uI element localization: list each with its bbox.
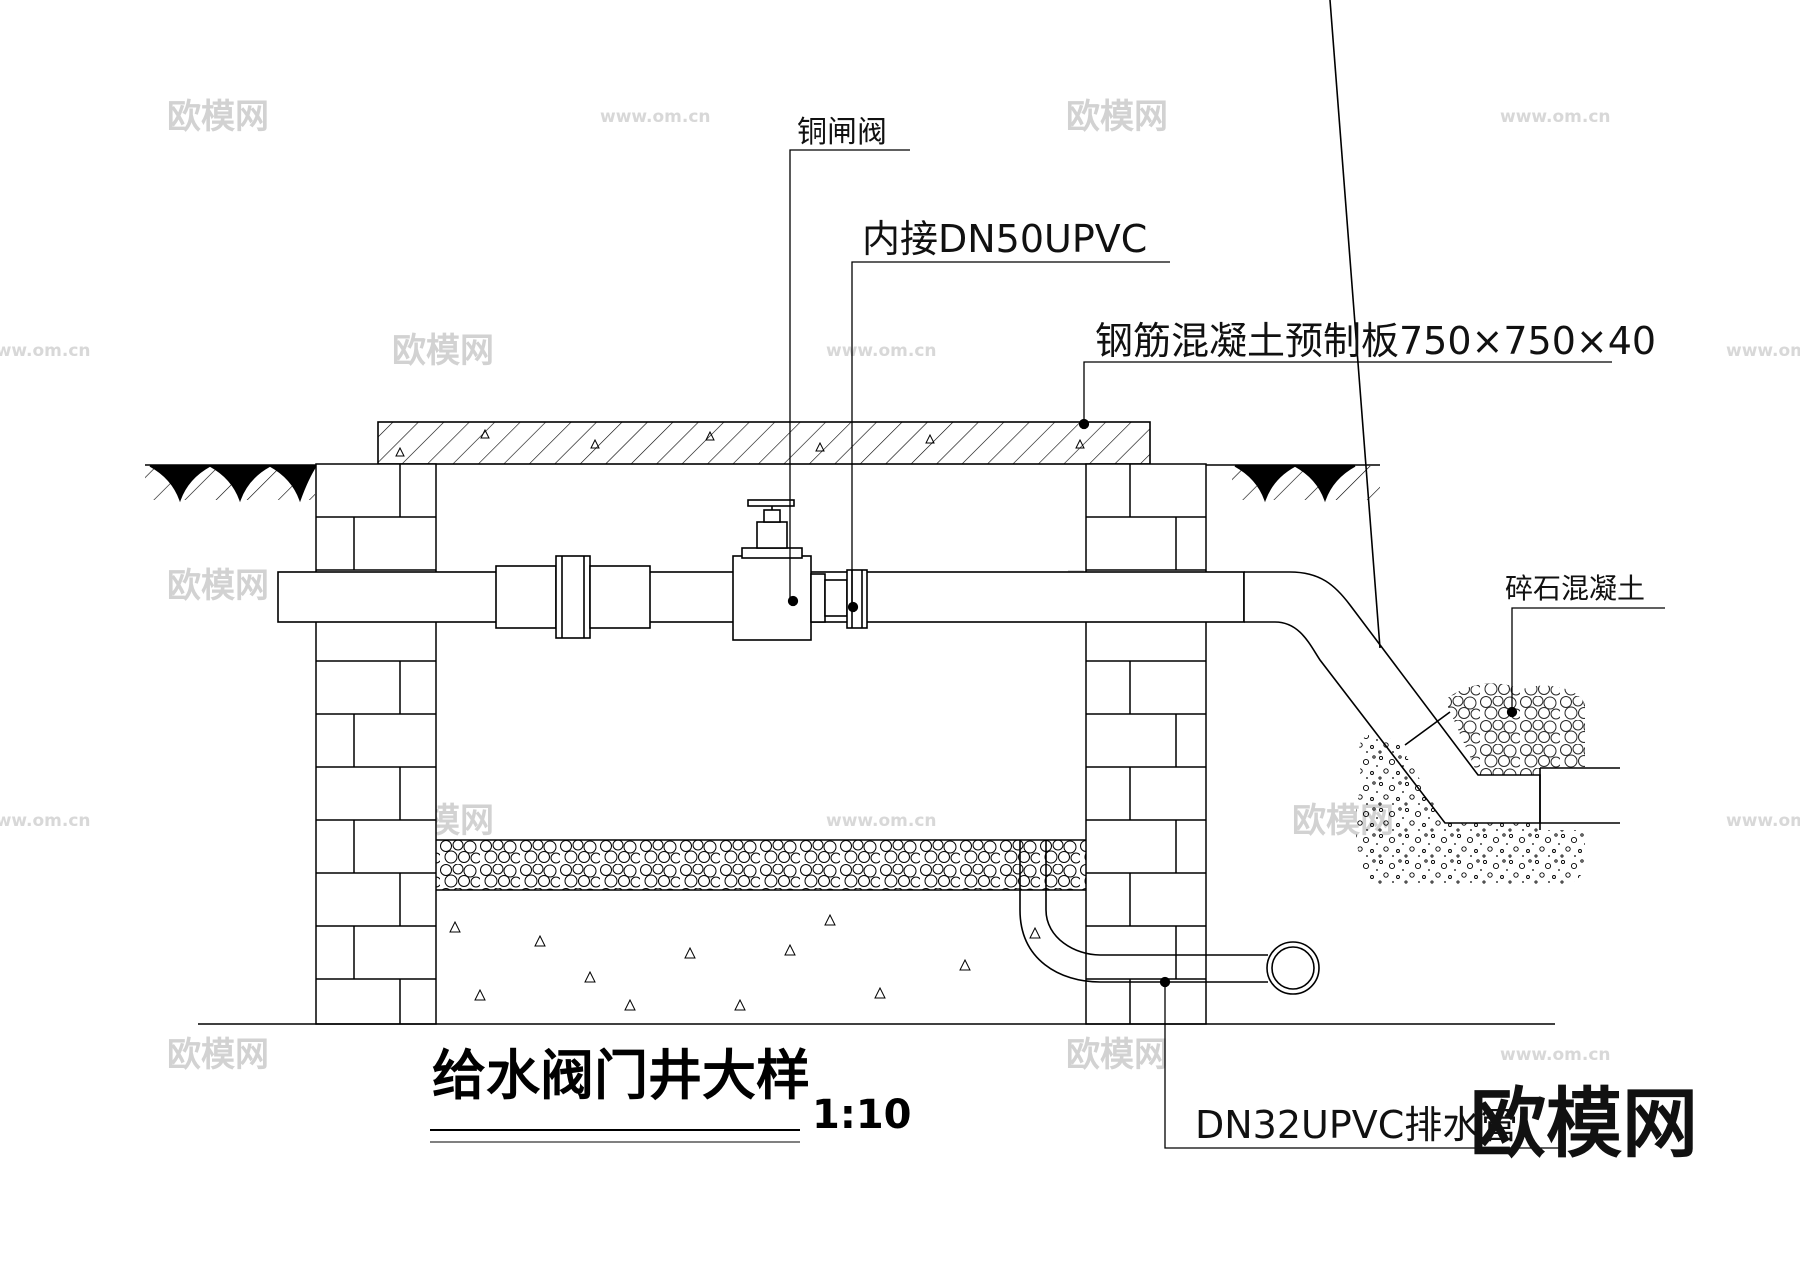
label-drain-pipe: DN32UPVC排水管	[1195, 1103, 1518, 1147]
label-gravel-concrete: 碎石混凝土	[1505, 572, 1645, 605]
label-precast-slab: 钢筋混凝土预制板750×750×40	[1095, 319, 1656, 363]
watermark-url: www.om.cn	[1500, 1045, 1611, 1065]
watermark-brand: 欧模网	[1066, 1035, 1168, 1075]
ground-surface-right	[1206, 464, 1380, 503]
concrete-base	[449, 913, 1041, 1011]
watermark-url: www.om.cn	[0, 341, 91, 361]
precast-slab	[377, 421, 1151, 465]
brand-logo: 欧模网	[1470, 1079, 1698, 1168]
watermark-url: www.om.cn	[1726, 341, 1800, 361]
copper-gate-valve	[732, 499, 868, 641]
outlet-elbow-pipe	[1243, 0, 1620, 830]
watermark-url: www.om.cn	[1726, 811, 1800, 831]
brick-wall-right	[1085, 463, 1207, 1025]
ground-surface-left	[145, 464, 318, 503]
pebble-bed-layer	[436, 839, 1086, 891]
drawing-title: 给水阀门井大样	[432, 1044, 810, 1107]
watermark-url: www.om.cn	[826, 811, 937, 831]
brick-wall-left	[315, 463, 437, 1025]
watermark-url: www.om.cn	[0, 811, 91, 831]
watermark-brand: 欧模网	[392, 331, 494, 371]
drain-pipe	[1019, 840, 1320, 995]
watermark-url: www.om.cn	[1500, 107, 1611, 127]
watermark-brand: 欧模网	[167, 97, 269, 137]
watermark-brand: 欧模网	[1066, 97, 1168, 137]
label-inner-connection: 内接DN50UPVC	[862, 217, 1147, 261]
watermark-url: www.om.cn	[826, 341, 937, 361]
drawing-scale: 1:10	[812, 1092, 912, 1138]
label-copper-gate-valve: 铜闸阀	[797, 115, 887, 150]
gravel-concrete-surround	[1355, 683, 1585, 885]
leader-lines	[787, 149, 1665, 1149]
watermark-brand: 欧模网	[167, 1035, 269, 1075]
watermark-brand: 欧模网	[167, 566, 269, 606]
watermark-url: www.om.cn	[600, 107, 711, 127]
